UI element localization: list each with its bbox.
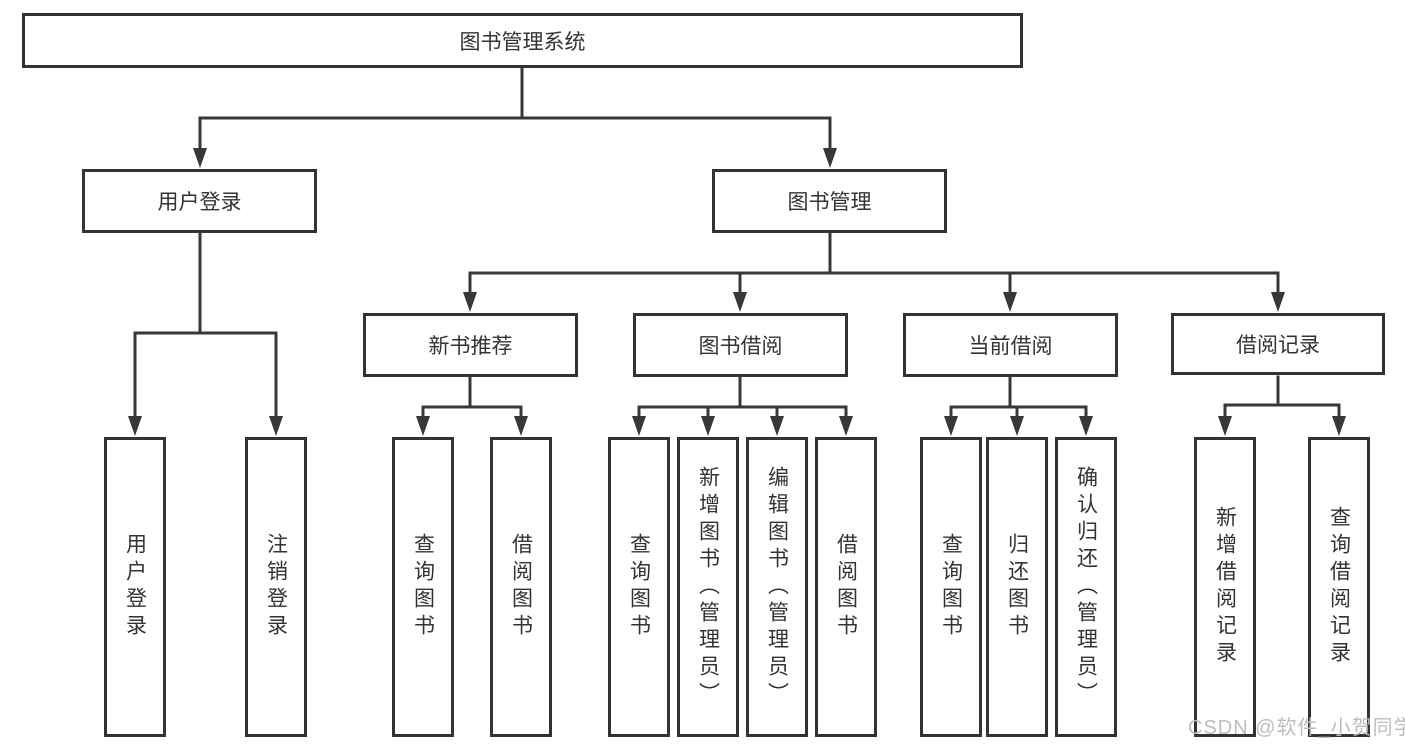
leaf-user-login: 用户登录: [104, 437, 166, 737]
arrow-down-icon: [701, 416, 715, 436]
arrow-down-icon: [514, 416, 528, 436]
node-current-borrowing: 当前借阅: [903, 313, 1118, 377]
arrow-down-icon: [1218, 416, 1232, 436]
leaf-search-borrow-record: 查询借阅记录: [1308, 437, 1370, 737]
node-label: 编辑图书（管理员）: [765, 465, 789, 709]
leaf-return-books: 归还图书: [986, 437, 1048, 737]
node-label: 注销登录: [264, 533, 288, 641]
leaf-logout: 注销登录: [245, 437, 307, 737]
arrow-down-icon: [463, 292, 477, 312]
arrow-down-icon: [1010, 416, 1024, 436]
node-book-borrowing: 图书借阅: [633, 313, 848, 377]
node-new-book-recommendation: 新书推荐: [363, 313, 578, 377]
node-user-login: 用户登录: [82, 169, 317, 233]
node-library-management-system: 图书管理系统: [22, 13, 1023, 68]
connector-paths: [133, 66, 1341, 422]
leaf-confirm-return-admin: 确认归还（管理员）: [1055, 437, 1117, 737]
csdn-watermark: CSDN @软件_小贺同学: [1188, 717, 1405, 739]
arrow-down-icon: [823, 148, 837, 168]
arrowhead-group: [128, 148, 1346, 436]
arrow-down-icon: [193, 148, 207, 168]
arrow-down-icon: [1271, 292, 1285, 312]
arrow-down-icon: [632, 416, 646, 436]
node-label: 新增图书（管理员）: [696, 465, 720, 709]
arrow-down-icon: [944, 416, 958, 436]
arrow-down-icon: [128, 416, 142, 436]
arrow-down-icon: [416, 416, 430, 436]
arrow-down-icon: [733, 292, 747, 312]
leaf-edit-book-admin: 编辑图书（管理员）: [746, 437, 808, 737]
leaf-search-books-current: 查询图书: [920, 437, 982, 737]
arrow-down-icon: [1003, 292, 1017, 312]
node-label: 查询图书: [939, 533, 963, 641]
arrow-down-icon: [1332, 416, 1346, 436]
node-label: 新书推荐: [428, 335, 513, 358]
node-label: 借阅图书: [509, 533, 533, 641]
node-book-management: 图书管理: [712, 169, 947, 233]
node-label: 查询图书: [411, 533, 435, 641]
leaf-borrow-books-borrowing: 借阅图书: [815, 437, 877, 737]
node-label: 当前借阅: [968, 335, 1053, 358]
node-label: 用户登录: [123, 533, 147, 641]
node-label: 确认归还（管理员）: [1074, 465, 1098, 709]
node-label: 新增借阅记录: [1213, 506, 1237, 668]
leaf-add-book-admin: 新增图书（管理员）: [677, 437, 739, 737]
arrow-down-icon: [269, 416, 283, 436]
node-label: 图书借阅: [698, 335, 783, 358]
leaf-borrow-books-recommend: 借阅图书: [490, 437, 552, 737]
node-label: 用户登录: [157, 191, 242, 214]
node-label: 图书管理系统: [459, 30, 586, 54]
node-label: 查询借阅记录: [1327, 506, 1351, 668]
node-label: 图书管理: [787, 191, 872, 214]
node-label: 借阅记录: [1236, 334, 1320, 357]
node-label: 归还图书: [1005, 533, 1029, 641]
node-label: 借阅图书: [834, 533, 858, 641]
leaf-search-books-recommend: 查询图书: [392, 437, 454, 737]
arrow-down-icon: [1079, 416, 1093, 436]
node-borrowing-records: 借阅记录: [1171, 313, 1385, 375]
leaf-add-borrow-record: 新增借阅记录: [1194, 437, 1256, 737]
arrow-down-icon: [839, 416, 853, 436]
node-label: 查询图书: [627, 533, 651, 641]
leaf-search-books-borrowing: 查询图书: [608, 437, 670, 737]
arrow-down-icon: [770, 416, 784, 436]
